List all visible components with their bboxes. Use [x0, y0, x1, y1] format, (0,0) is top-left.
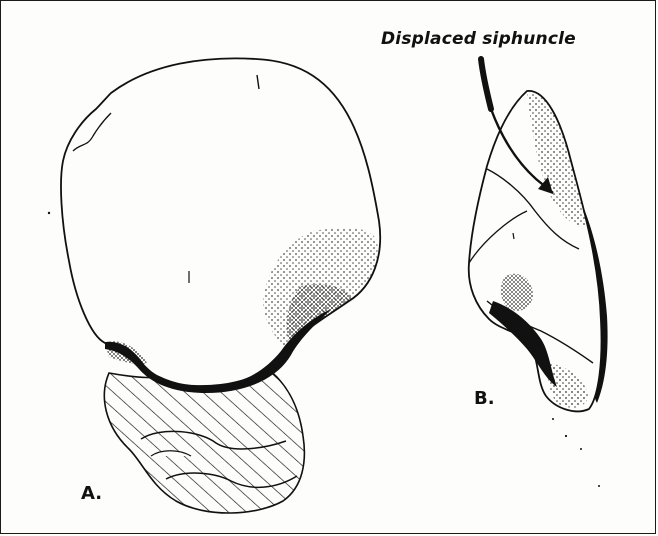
label-specimen-b: B. — [474, 388, 495, 409]
annotation-displaced-siphuncle: Displaced siphuncle — [381, 29, 576, 49]
specimen-a — [61, 58, 380, 513]
specimen-a-outline — [61, 58, 380, 386]
specimen-b — [469, 91, 608, 411]
label-specimen-a: A. — [81, 483, 102, 504]
